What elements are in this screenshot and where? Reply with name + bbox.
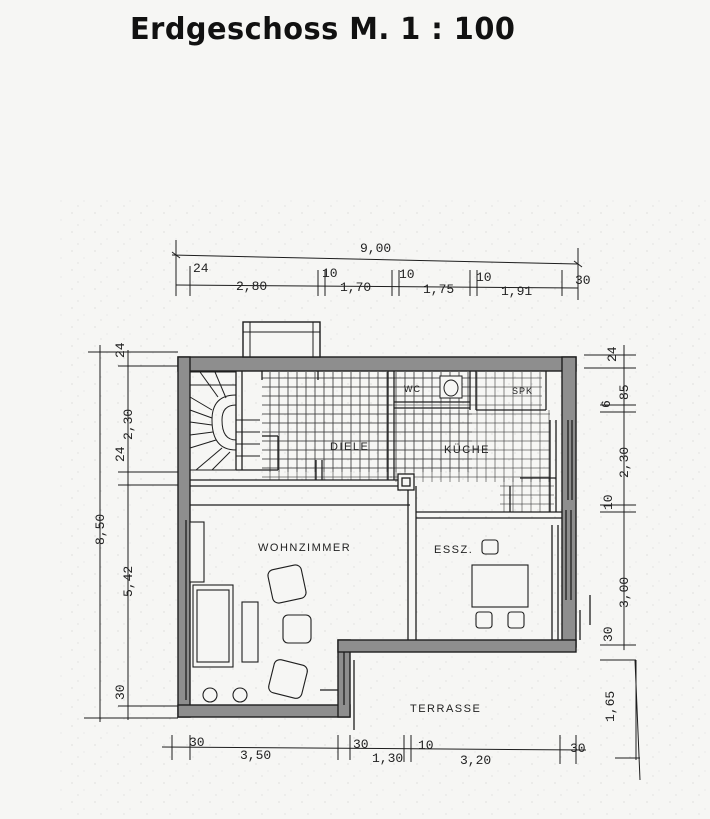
- left-dimension-chain: [84, 345, 178, 722]
- bottom-dimension-chain: [161, 735, 587, 764]
- dim-right-seg: 24: [605, 346, 620, 362]
- furniture: [189, 521, 529, 703]
- inner-walls: [185, 371, 591, 730]
- wc-fixtures: [439, 375, 463, 399]
- room-label-kueche: KÜCHE: [444, 444, 490, 456]
- dim-left-seg: 5,42: [121, 566, 136, 597]
- dim-right-seg: 85: [617, 384, 632, 400]
- dim-top-seg: 1,91: [501, 284, 532, 299]
- page-title: Erdgeschoss M. 1 : 100: [130, 12, 516, 47]
- dim-right-seg: 30: [601, 626, 616, 642]
- dim-top-seg: 10: [476, 270, 492, 285]
- dim-right-seg: 1,65: [603, 691, 618, 722]
- dim-top-overall: 9,00: [360, 241, 391, 256]
- dim-bottom-seg: 30: [353, 737, 369, 752]
- dim-top-seg: 30: [575, 273, 591, 288]
- dim-right-seg: 3,00: [617, 577, 632, 608]
- dim-right-seg: 6: [599, 400, 614, 408]
- dim-top-seg: 2,80: [236, 279, 267, 294]
- room-label-wc: WC: [404, 384, 421, 394]
- room-label-essz: ESSZ.: [434, 544, 473, 556]
- dim-top-seg: 1,75: [423, 282, 454, 297]
- dim-top-seg: 10: [322, 266, 338, 281]
- dim-bottom-seg: 3,20: [460, 753, 491, 768]
- paper-texture: [60, 200, 710, 819]
- dim-bottom-seg: 1,30: [372, 751, 403, 766]
- right-dimension-chain: [584, 345, 641, 781]
- room-label-wohnzimmer: WOHNZIMMER: [258, 542, 351, 554]
- dim-left-seg: 30: [113, 684, 128, 700]
- dim-top-seg: 1,70: [340, 280, 371, 295]
- room-label-spk: SPK: [512, 386, 533, 396]
- dim-left-seg: 24: [113, 446, 128, 462]
- dim-top-seg: 10: [399, 267, 415, 282]
- tiled-floor-areas: [262, 372, 554, 512]
- dim-right-seg: 10: [601, 494, 616, 510]
- dim-left-seg: 24: [113, 342, 128, 358]
- dim-top-seg: 24: [193, 261, 209, 276]
- room-label-diele: DIELE: [330, 441, 369, 453]
- dim-bottom-seg: 10: [418, 738, 434, 753]
- staircase: [189, 371, 260, 471]
- room-label-terrasse: TERRASSE: [410, 703, 481, 715]
- top-dimension-chain: [171, 240, 583, 300]
- dim-right-seg: 2,30: [617, 447, 632, 478]
- outer-walls: [177, 321, 577, 718]
- dim-left-seg: 2,30: [121, 409, 136, 440]
- dim-bottom-seg: 30: [189, 735, 205, 750]
- dim-bottom-seg: 3,50: [240, 748, 271, 763]
- dim-bottom-seg: 30: [570, 741, 586, 756]
- dim-left-overall: 8,50: [93, 514, 108, 545]
